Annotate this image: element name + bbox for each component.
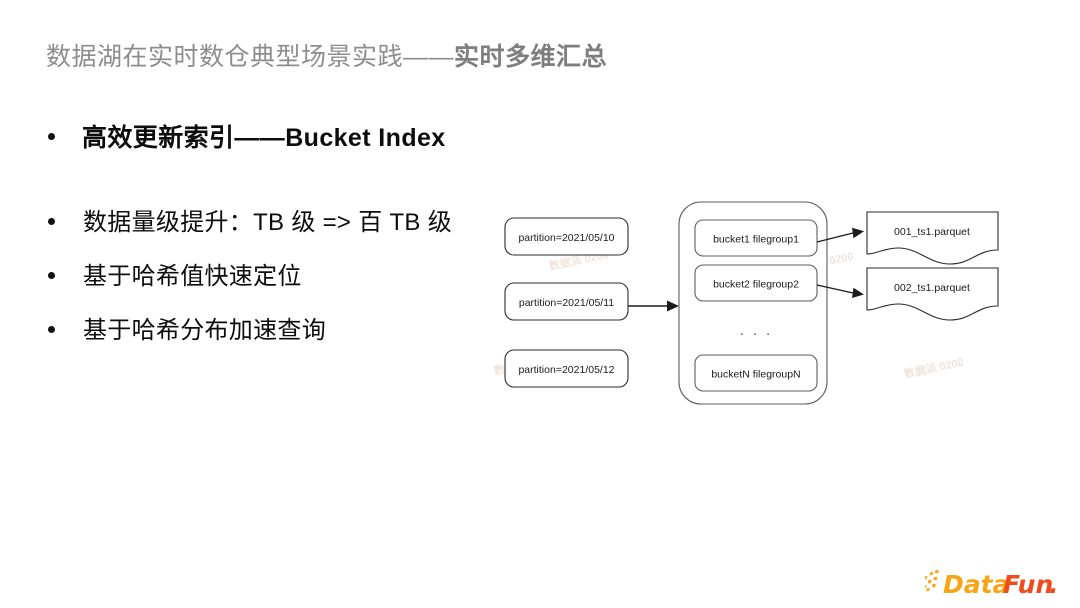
page-title-normal: 数据湖在实时数仓典型场景实践—— (46, 43, 455, 71)
bucket-box-2-label: bucket2 filegroup2 (713, 279, 799, 291)
page-title: 数据湖在实时数仓典型场景实践——实时多维汇总 (46, 40, 607, 74)
datafun-logo: Data Fun . (925, 568, 1060, 600)
bullet-item-2: 基于哈希值快速定位 (48, 256, 302, 291)
bucket-index-diagram: 数据派 0200 数据派 0200 数据派 0200 数据派 0200 part… (490, 190, 1020, 415)
watermark-text: 数据派 0200 (903, 355, 965, 381)
partition-box-1 (504, 217, 629, 256)
parquet-file-2-label: 002_ts1.parquet (894, 282, 970, 294)
page-title-strong: 实时多维汇总 (454, 43, 608, 71)
bucket-ellipsis: · · · (739, 325, 772, 342)
bucket-box-n-label: bucketN filegroupN (711, 369, 800, 381)
bullet-item-3: 基于哈希分布加速查询 (48, 310, 326, 345)
parquet-file-2: 002_ts1.parquet (866, 267, 999, 321)
parquet-file-1-label: 001_ts1.parquet (894, 226, 970, 238)
bullet-marker-icon (48, 218, 55, 225)
bullet-marker-icon (48, 326, 55, 333)
partition-box-2 (504, 282, 629, 321)
bullet-item-3-label: 基于哈希分布加速查询 (83, 317, 326, 344)
bullet-item-1: 数据量级提升：TB 级 => 百 TB 级 (48, 202, 452, 237)
bucket-box-n (694, 354, 818, 392)
bucket-box-1 (694, 219, 818, 257)
bucket-box-1-label: bucket1 filegroup1 (713, 234, 799, 246)
logo-word-data: Data (943, 570, 1009, 599)
logo-dots-icon (925, 570, 939, 592)
bullet-item-1-label: 数据量级提升：TB 级 => 百 TB 级 (83, 209, 453, 236)
bullet-lead: 高效更新索引——Bucket Index (48, 118, 446, 154)
partition-box-3 (504, 349, 629, 388)
parquet-file-1: 001_ts1.parquet (866, 211, 999, 265)
arrow-partition-to-buckets (628, 300, 679, 312)
bullet-marker-icon (48, 272, 55, 279)
bucket-box-2 (694, 264, 818, 302)
bullet-marker-icon (48, 133, 55, 140)
arrow-bucket1-to-file1 (816, 227, 864, 243)
partition-box-3-label: partition=2021/05/12 (518, 364, 614, 376)
bullet-item-2-label: 基于哈希值快速定位 (83, 263, 302, 290)
partition-box-1-label: partition=2021/05/10 (518, 232, 614, 244)
logo-word-fun: Fun (1003, 570, 1053, 599)
bullet-lead-label: 高效更新索引——Bucket Index (82, 124, 446, 152)
logo-word-dot: . (1049, 570, 1059, 599)
arrow-bucket2-to-file2 (816, 284, 864, 298)
partition-box-2-label: partition=2021/05/11 (519, 297, 614, 309)
